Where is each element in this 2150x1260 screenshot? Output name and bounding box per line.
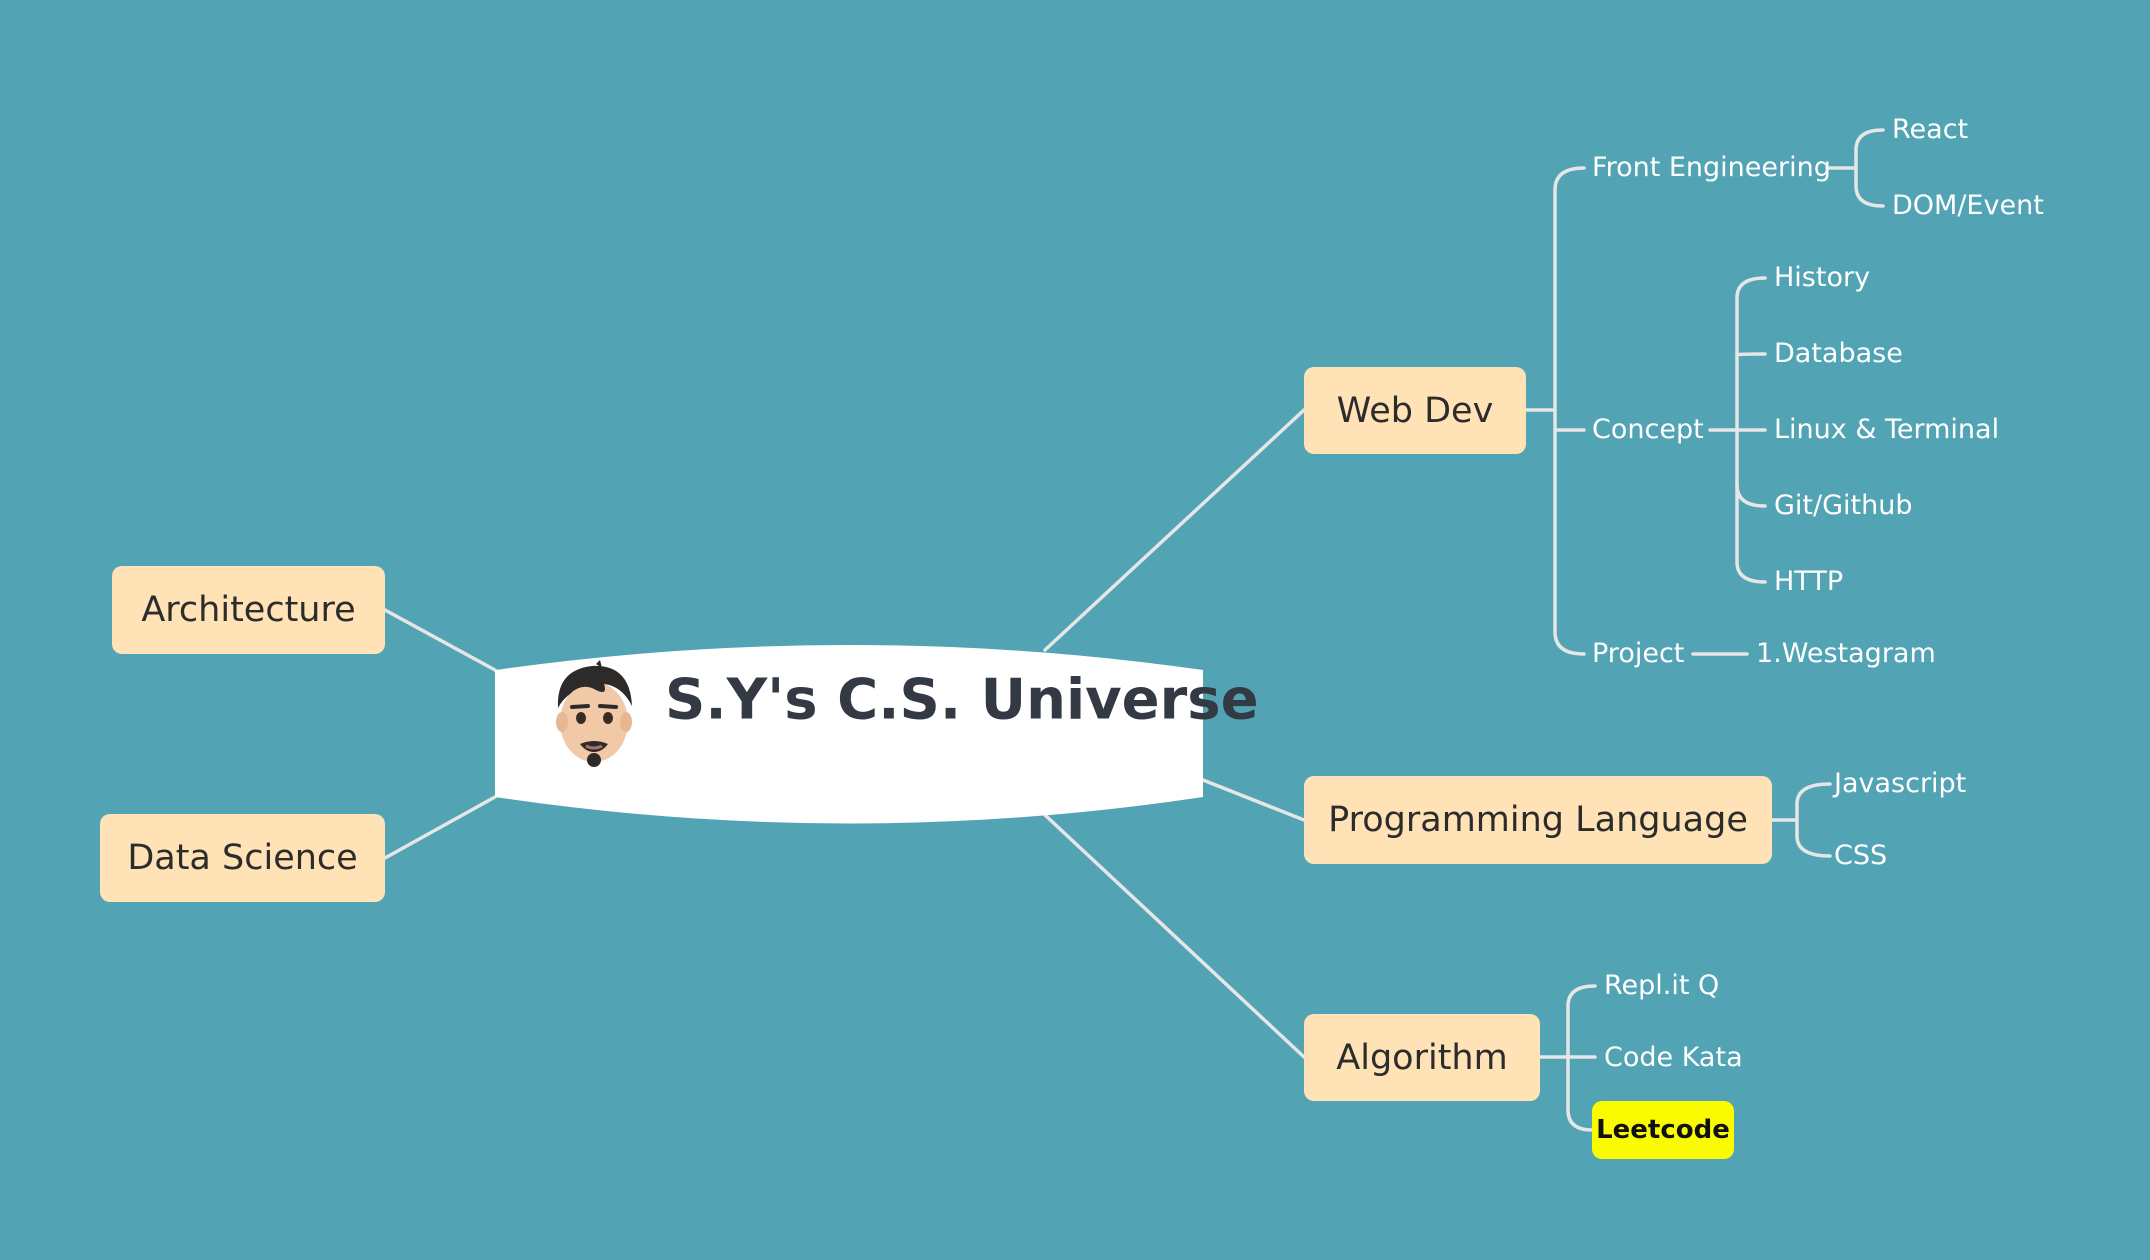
connector-webdev-bracket — [1553, 166, 1586, 656]
leaf-dom-event[interactable]: DOM/Event — [1892, 190, 2044, 221]
leaf-code-kata[interactable]: Code Kata — [1604, 1042, 1743, 1073]
connector-data-science — [383, 795, 497, 860]
connector-front-bracket — [1854, 128, 1885, 208]
root-avatar — [552, 660, 636, 768]
leaf-database[interactable]: Database — [1774, 338, 1903, 369]
leaf-react[interactable]: React — [1892, 114, 1969, 145]
subtopic-project[interactable]: Project — [1592, 638, 1685, 669]
connector-concept-git — [1735, 483, 1767, 508]
root-node-shape — [495, 645, 1203, 824]
connector-algorithm — [1043, 813, 1306, 1059]
leaf-replit-q[interactable]: Repl.it Q — [1604, 970, 1720, 1001]
leaf-westagram[interactable]: 1.Westagram — [1756, 638, 1936, 669]
subtopic-front-engineering[interactable]: Front Engineering — [1592, 152, 1831, 183]
leaf-javascript[interactable]: Javascript — [1834, 768, 1967, 799]
subtopic-concept[interactable]: Concept — [1592, 414, 1704, 445]
connector-architecture — [383, 608, 497, 672]
memoji-avatar-icon — [556, 660, 632, 767]
connector-programming-bracket — [1795, 782, 1832, 858]
topic-programming-language[interactable]: Programming Language — [1304, 776, 1772, 864]
leaf-git-github[interactable]: Git/Github — [1774, 490, 1913, 521]
topic-web-dev[interactable]: Web Dev — [1304, 367, 1526, 454]
connector-programming — [1201, 778, 1306, 822]
leaf-linux-terminal[interactable]: Linux & Terminal — [1774, 414, 2000, 445]
connector-webdev — [1043, 408, 1306, 652]
leaf-css[interactable]: CSS — [1834, 840, 1888, 871]
topic-data-science[interactable]: Data Science — [100, 814, 385, 902]
connector-concept-db — [1735, 352, 1767, 357]
topic-architecture[interactable]: Architecture — [112, 566, 385, 654]
leaf-http[interactable]: HTTP — [1774, 566, 1844, 597]
leaf-leetcode-highlighted[interactable]: Leetcode — [1592, 1101, 1734, 1159]
root-title[interactable]: S.Y's C.S. Universe — [665, 667, 1259, 733]
leaf-history[interactable]: History — [1774, 262, 1871, 293]
topic-algorithm[interactable]: Algorithm — [1304, 1014, 1540, 1101]
